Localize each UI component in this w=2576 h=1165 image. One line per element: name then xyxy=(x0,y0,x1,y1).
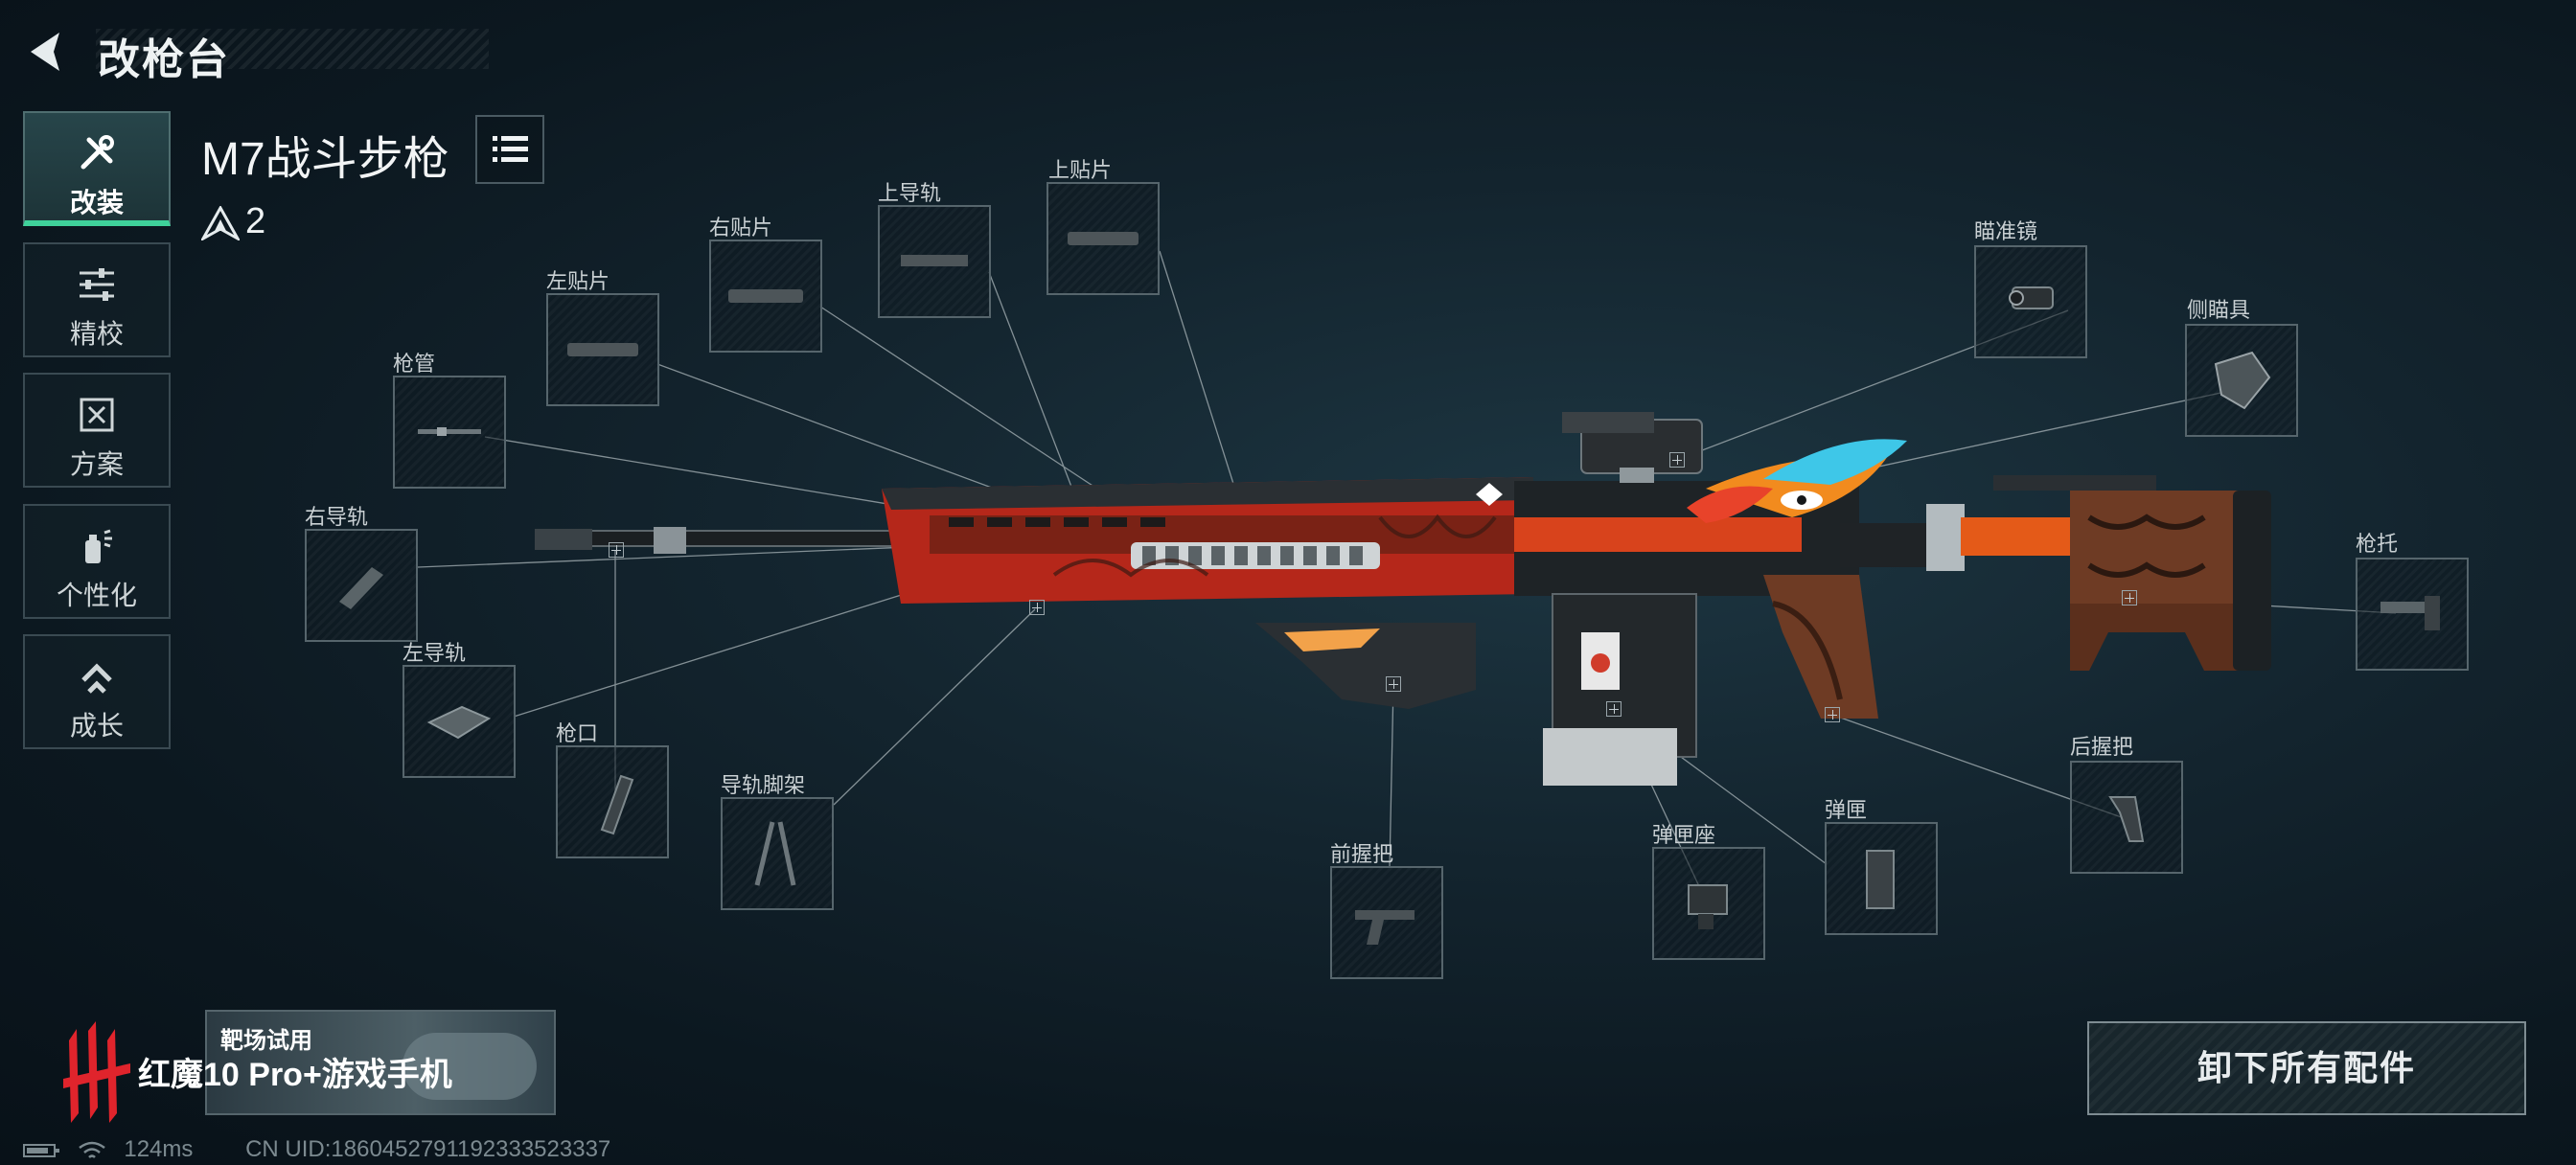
side-sight-icon xyxy=(2214,351,2271,410)
slot-side-sight[interactable] xyxy=(2185,324,2298,437)
weapon-level-icon xyxy=(201,206,240,240)
slot-left-panel[interactable] xyxy=(546,293,659,406)
slot-label-rear-grip: 后握把 xyxy=(2070,735,2134,759)
slot-right-panel[interactable] xyxy=(709,240,822,353)
range-trial-card[interactable]: 靶场试用 xyxy=(205,1010,556,1115)
slot-rear-grip[interactable] xyxy=(2070,761,2183,874)
slot-top-rail[interactable] xyxy=(878,205,991,318)
slot-mag-well[interactable] xyxy=(1652,847,1765,960)
range-trial-title: 靶场试用 xyxy=(220,1028,312,1054)
connector-side-sight xyxy=(1820,388,2240,480)
slot-label-top-panel: 上贴片 xyxy=(1048,158,1113,182)
weapon-level: 2 xyxy=(245,201,266,241)
tab-personalize[interactable]: 个性化 xyxy=(23,504,171,619)
page-title: 改枪台 xyxy=(98,36,230,83)
tab-label: 个性化 xyxy=(56,581,137,610)
attach-point-stock[interactable] xyxy=(2122,590,2137,605)
spray-can-icon xyxy=(85,529,112,563)
slot-label-right-rail: 右导轨 xyxy=(305,505,369,529)
attach-point-muzzle[interactable] xyxy=(609,542,624,558)
rear-grip-icon xyxy=(2108,796,2145,842)
slot-scope[interactable] xyxy=(1974,245,2087,358)
slot-top-panel[interactable] xyxy=(1046,182,1160,295)
slot-left-rail[interactable] xyxy=(402,665,516,778)
slot-label-rail-bipod: 导轨脚架 xyxy=(721,773,806,797)
slot-label-right-panel: 右贴片 xyxy=(709,216,773,240)
slot-label-stock: 枪托 xyxy=(2356,532,2399,556)
slot-foregrip[interactable] xyxy=(1330,866,1443,979)
tab-plans[interactable]: 方案 xyxy=(23,373,171,488)
slot-label-foregrip: 前握把 xyxy=(1330,842,1394,866)
connector-bipod xyxy=(833,608,1036,806)
wifi-icon xyxy=(78,1141,105,1158)
connector-top-panel xyxy=(1159,250,1235,488)
slot-label-magazine: 弹匣 xyxy=(1825,798,1868,822)
title-bar-decoration xyxy=(96,29,489,69)
status-bar: 124ms CN UID:1860452791192333523337 xyxy=(23,1136,656,1163)
attach-point-foregrip[interactable] xyxy=(1386,676,1401,692)
rank-up-icon xyxy=(81,663,112,694)
ping-value: 124ms xyxy=(124,1136,194,1162)
barrel-part-icon xyxy=(418,427,481,436)
slot-label-barrel: 枪管 xyxy=(393,352,436,376)
slot-label-side-sight: 侧瞄具 xyxy=(2187,298,2251,322)
muzzle-part-icon xyxy=(600,774,634,835)
rail-panel-icon xyxy=(567,343,638,356)
rifle-model xyxy=(535,412,2271,786)
tab-label: 方案 xyxy=(69,449,124,479)
rail-icon xyxy=(901,255,968,266)
back-arrow-icon xyxy=(31,33,59,71)
slot-right-rail[interactable] xyxy=(305,529,418,642)
tab-modify[interactable]: 改装 xyxy=(23,111,171,226)
back-button[interactable] xyxy=(21,27,69,77)
bipod-icon xyxy=(754,821,796,886)
attach-point-bipod[interactable] xyxy=(1029,600,1045,615)
connector-top-rail xyxy=(988,271,1072,488)
brand-watermark-text: 红魔10 Pro+游戏手机 xyxy=(138,1057,452,1093)
wrench-screwdriver-icon xyxy=(80,135,114,170)
tab-growth[interactable]: 成长 xyxy=(23,634,171,749)
red-magic-logo-icon xyxy=(63,1021,130,1123)
connector-foregrip xyxy=(1389,683,1394,869)
slot-barrel[interactable] xyxy=(393,376,506,489)
magazine-icon xyxy=(1866,850,1895,909)
scope-icon xyxy=(2009,286,2054,309)
blueprint-icon xyxy=(80,398,114,432)
tab-label: 成长 xyxy=(69,711,124,741)
tab-label: 改装 xyxy=(69,188,124,217)
rail-panel-icon xyxy=(728,289,803,303)
list-icon xyxy=(493,136,528,162)
foregrip-icon xyxy=(1355,910,1414,945)
slot-label-top-rail: 上导轨 xyxy=(878,181,942,205)
mag-well-icon xyxy=(1688,884,1728,929)
user-uid: CN UID:1860452791192333523337 xyxy=(245,1136,611,1162)
tab-tune[interactable]: 精校 xyxy=(23,242,171,357)
slot-stock[interactable] xyxy=(2356,558,2469,671)
attach-point-scope[interactable] xyxy=(1669,452,1685,468)
strip-all-attachments-button[interactable]: 卸下所有配件 xyxy=(2087,1021,2526,1115)
slot-label-mag-well: 弹匣座 xyxy=(1652,823,1716,847)
attach-point-rear-grip[interactable] xyxy=(1825,707,1840,722)
slot-label-scope: 瞄准镜 xyxy=(1974,219,2038,243)
attach-point-magwell[interactable] xyxy=(1606,701,1622,717)
slot-label-left-rail: 左导轨 xyxy=(402,641,467,665)
side-rail-icon xyxy=(339,567,383,609)
slot-magazine[interactable] xyxy=(1825,822,1938,935)
slot-rail-bipod[interactable] xyxy=(721,797,834,910)
battery-icon xyxy=(23,1143,59,1157)
tab-label: 精校 xyxy=(69,319,124,349)
slot-muzzle[interactable] xyxy=(556,745,669,858)
weapon-list-button[interactable] xyxy=(475,115,544,184)
weapon-name: M7战斗步枪 xyxy=(201,134,449,185)
stock-icon xyxy=(2380,596,2440,630)
slot-label-muzzle: 枪口 xyxy=(556,721,599,745)
side-rail-icon xyxy=(426,705,492,740)
rail-panel-icon xyxy=(1068,232,1138,245)
connector-left-panel xyxy=(656,363,1026,501)
sliders-icon xyxy=(80,268,114,301)
slot-label-left-panel: 左贴片 xyxy=(546,269,610,293)
